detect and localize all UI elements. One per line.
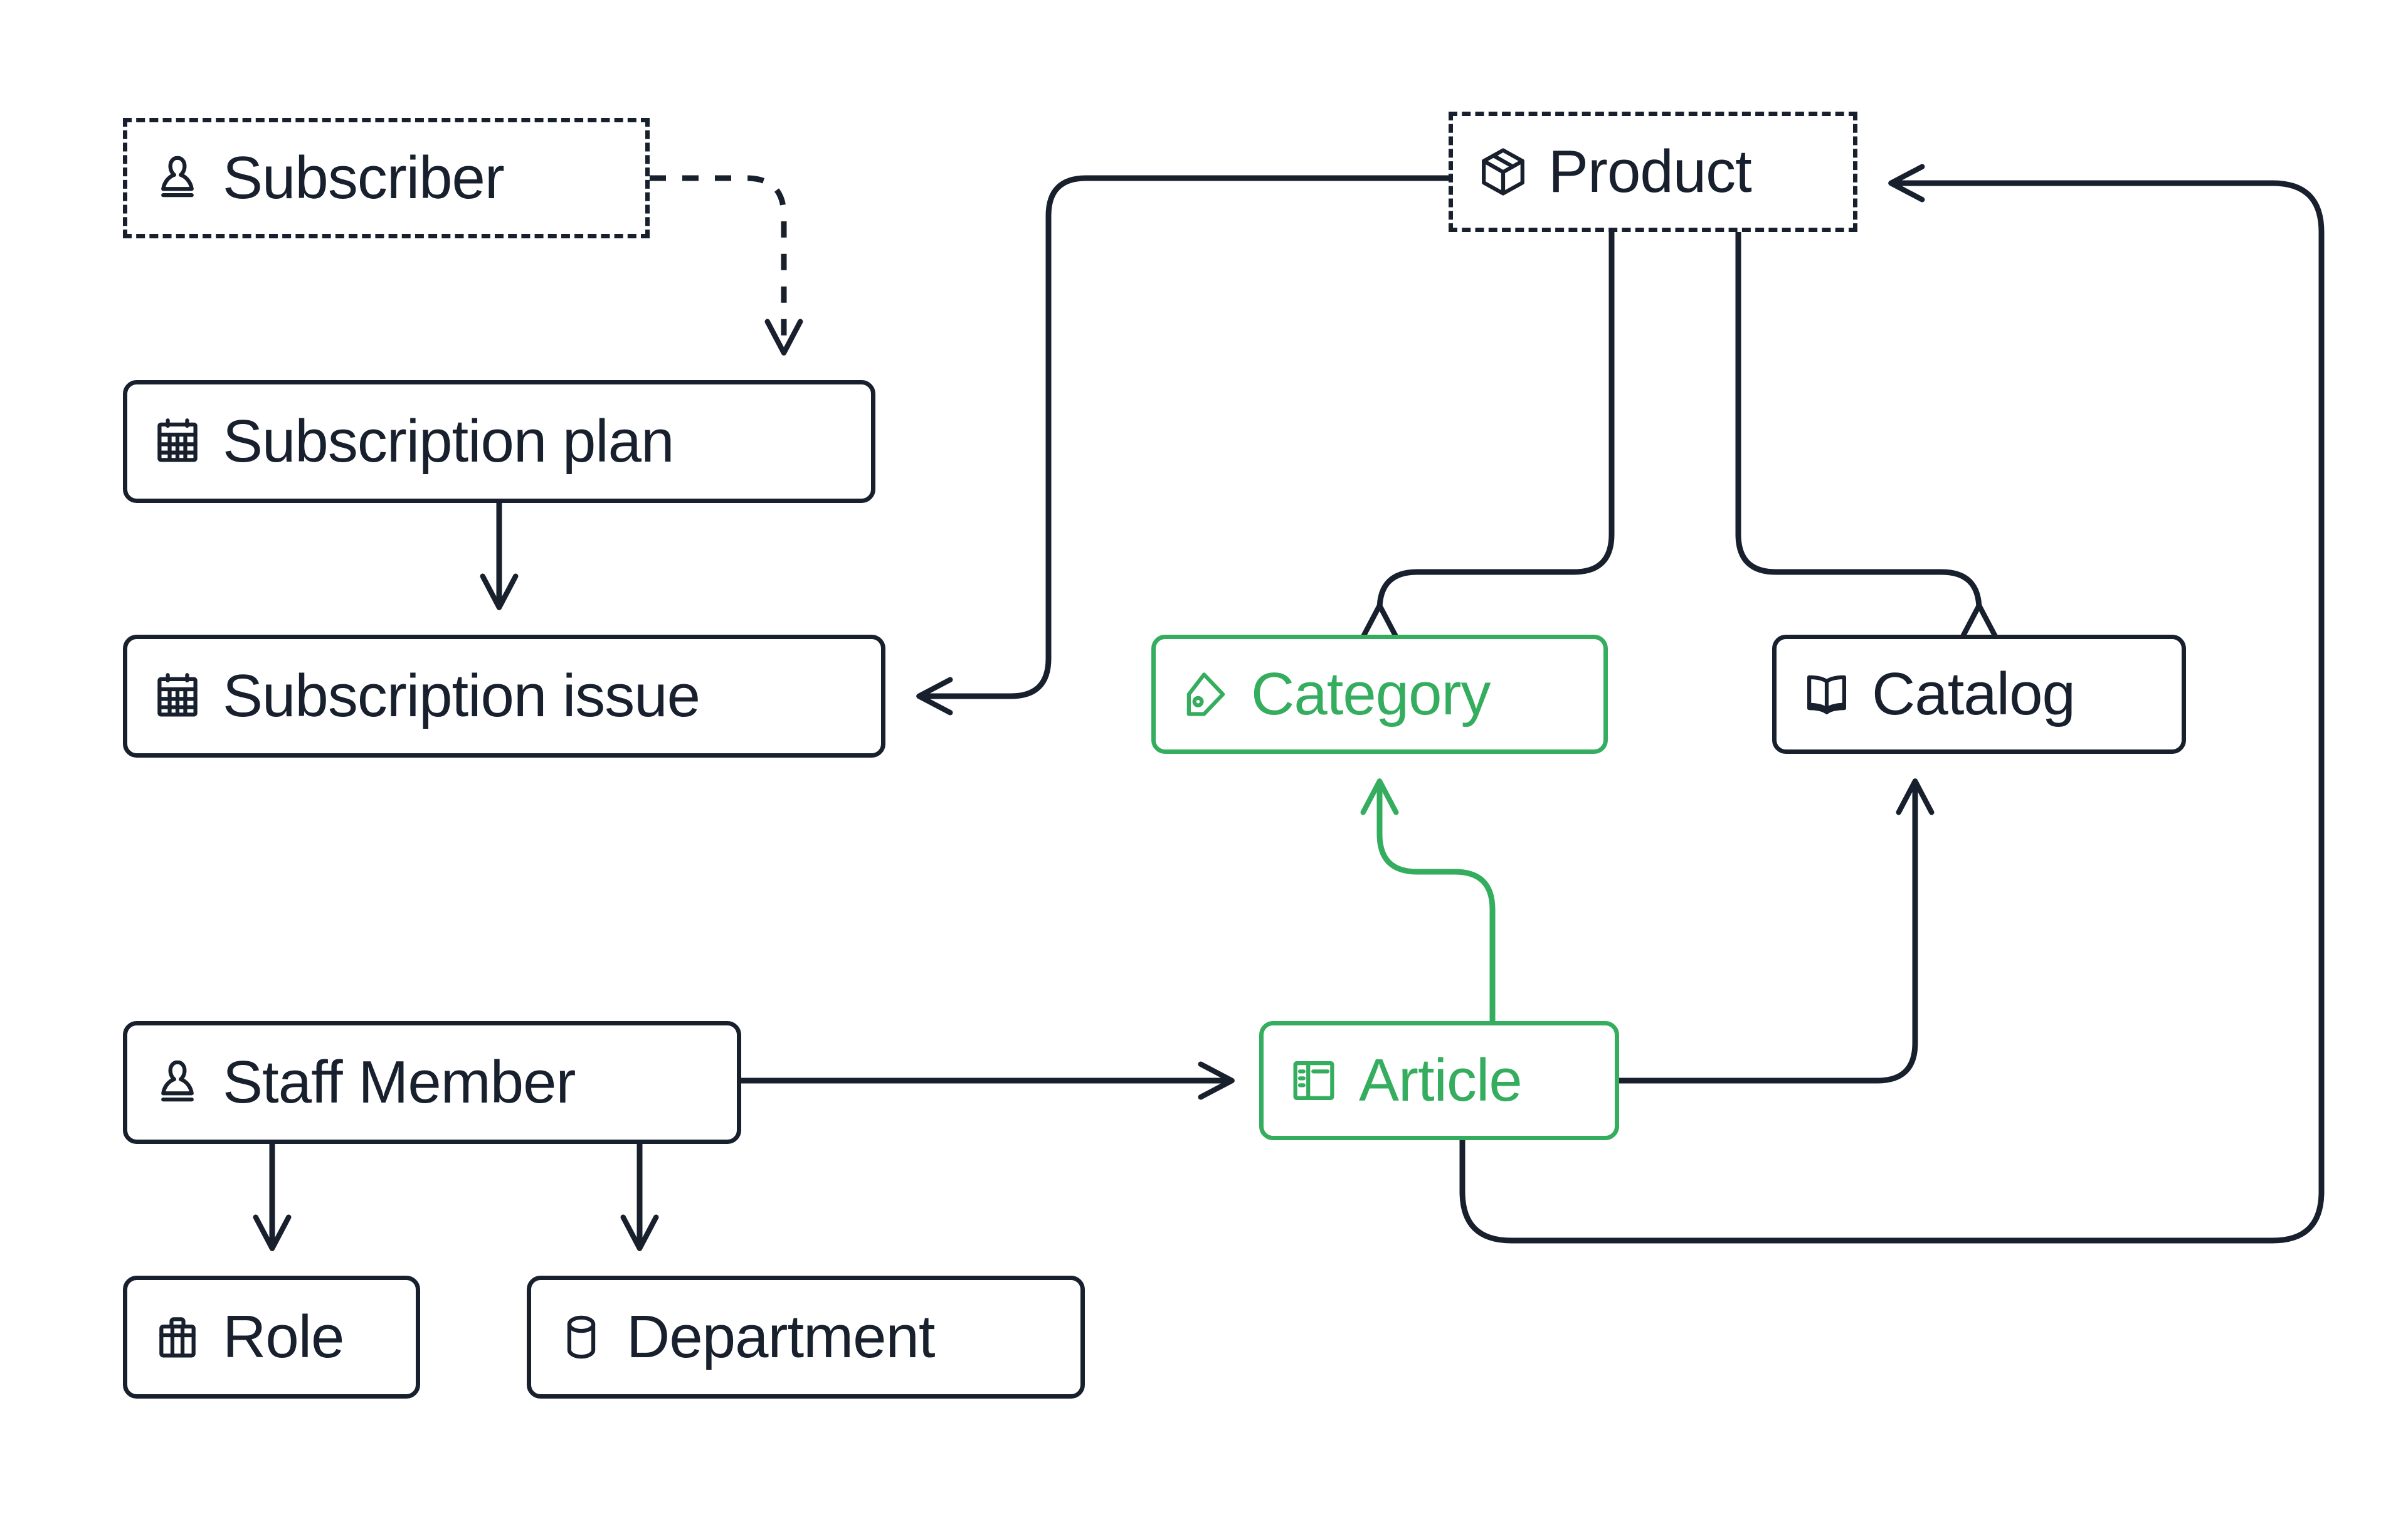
briefcase-icon xyxy=(149,1308,206,1366)
node-label: Category xyxy=(1251,660,1491,728)
open-book-icon xyxy=(1798,665,1856,723)
calendar-table-icon xyxy=(149,413,206,470)
user-icon xyxy=(149,149,206,207)
node-label: Catalog xyxy=(1872,660,2076,728)
user-icon xyxy=(149,1054,206,1111)
node-label: Staff Member xyxy=(223,1049,576,1116)
node-product[interactable]: Product xyxy=(1449,112,1857,232)
tag-icon xyxy=(1177,665,1235,723)
node-catalog[interactable]: Catalog xyxy=(1772,635,2186,754)
node-label: Department xyxy=(626,1303,936,1370)
node-label: Subscription issue xyxy=(223,662,700,729)
node-subscription-issue[interactable]: Subscription issue xyxy=(123,635,885,758)
database-icon xyxy=(552,1308,610,1366)
node-category[interactable]: Category xyxy=(1151,635,1608,754)
node-label: Role xyxy=(223,1303,344,1370)
node-article[interactable]: Article xyxy=(1259,1021,1619,1140)
node-staff-member[interactable]: Staff Member xyxy=(123,1021,741,1144)
edge-article-to-catalog xyxy=(1619,778,1935,1084)
node-label: Subscriber xyxy=(223,144,505,211)
package-box-icon xyxy=(1474,143,1532,201)
edge-product-to-category xyxy=(1360,232,1615,640)
edge-article-to-category xyxy=(1360,778,1496,1021)
layout-panel-icon xyxy=(1285,1052,1343,1109)
node-department[interactable]: Department xyxy=(527,1276,1085,1399)
edge-subscriber-to-subscription-plan xyxy=(650,175,803,356)
node-subscription-plan[interactable]: Subscription plan xyxy=(123,380,875,503)
edge-product-to-subscription-issue xyxy=(916,175,1449,716)
edge-product-to-catalog xyxy=(1735,232,1999,640)
calendar-table-icon xyxy=(149,667,206,725)
node-label: Product xyxy=(1548,138,1752,205)
node-subscriber[interactable]: Subscriber xyxy=(123,118,650,238)
node-role[interactable]: Role xyxy=(123,1276,420,1399)
node-label: Subscription plan xyxy=(223,408,674,475)
node-label: Article xyxy=(1359,1047,1523,1114)
